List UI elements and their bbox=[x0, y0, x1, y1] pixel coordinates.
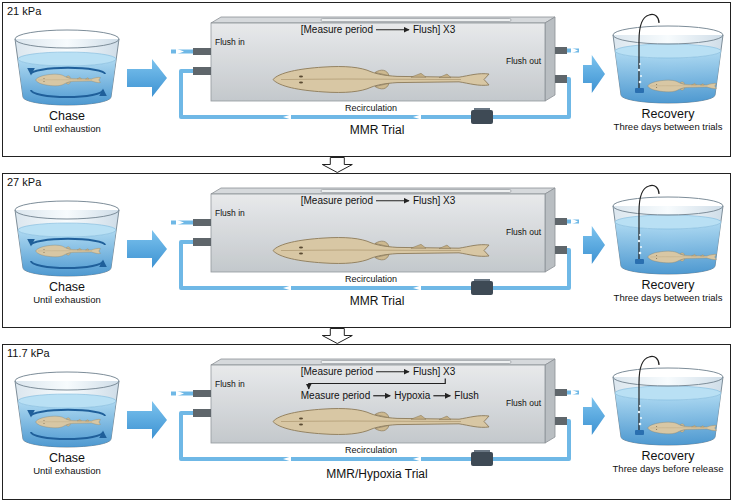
pipe-label: Recirculation bbox=[345, 103, 397, 113]
recovery-tank: RecoveryThree days between trials bbox=[609, 21, 727, 135]
pipe-label: Recirculation bbox=[345, 445, 397, 455]
protocol-step: [Measure period bbox=[301, 24, 373, 36]
oxygen-level: 11.7 kPa bbox=[7, 347, 50, 360]
recovery-tank-drawing bbox=[609, 363, 727, 447]
pipe-label: Flush in bbox=[215, 209, 245, 219]
condition-panel: 21 kPaChaseUntil exhaustion [Measure peri… bbox=[2, 2, 731, 157]
protocol-step: Flush bbox=[454, 390, 478, 402]
recovery-tank-drawing bbox=[609, 21, 727, 105]
pipe-label: Flush in bbox=[215, 380, 245, 390]
trial-name: MMR/Hypoxia Trial bbox=[326, 468, 427, 482]
protocol-step: Hypoxia bbox=[394, 390, 430, 402]
flow-arrow bbox=[583, 226, 605, 264]
step-arrow bbox=[376, 371, 409, 372]
step-title: Chase bbox=[49, 280, 85, 294]
step-note: Three days between trials bbox=[614, 293, 723, 304]
flow-arrow bbox=[583, 397, 605, 435]
protocol-step: Flush] X3 bbox=[413, 366, 455, 378]
chase-tank: ChaseUntil exhaustion bbox=[11, 198, 123, 308]
trial-name: MMR Trial bbox=[350, 124, 405, 138]
chase-tank-drawing bbox=[11, 198, 123, 278]
pipe-label: Flush out bbox=[506, 399, 541, 409]
respirometry-chamber: [Measure period Flush] X3 MMR Trial Flush i… bbox=[171, 188, 579, 314]
recovery-tank: RecoveryThree days before release bbox=[609, 363, 727, 477]
flow-arrow bbox=[127, 401, 167, 439]
pipe-label: Recirculation bbox=[345, 274, 397, 284]
recovery-tank-drawing bbox=[609, 192, 727, 276]
condition-panel: 27 kPaChaseUntil exhaustion [Measure peri… bbox=[2, 173, 731, 328]
step-arrow bbox=[376, 200, 409, 201]
repeat-arrow bbox=[309, 379, 446, 390]
protocol-step: Measure period bbox=[301, 390, 370, 402]
pipe-label: Flush out bbox=[506, 228, 541, 238]
step-title: Recovery bbox=[642, 278, 695, 292]
respirometry-chamber: [Measure period Flush] X3 Measure period Hy… bbox=[171, 359, 579, 487]
step-note: Until exhaustion bbox=[33, 124, 101, 135]
oxygen-level: 27 kPa bbox=[7, 176, 41, 189]
step-note: Until exhaustion bbox=[33, 295, 101, 306]
pipe-label: Flush out bbox=[506, 57, 541, 67]
protocol-step: Flush] X3 bbox=[413, 195, 455, 207]
chase-tank: ChaseUntil exhaustion bbox=[11, 27, 123, 137]
sequence-arrow bbox=[322, 329, 352, 344]
pipe-label: Flush in bbox=[215, 38, 245, 48]
step-note: Three days before release bbox=[613, 464, 724, 475]
step-title: Chase bbox=[49, 109, 85, 123]
step-title: Chase bbox=[49, 451, 85, 465]
flow-arrow bbox=[583, 55, 605, 93]
protocol-step: [Measure period bbox=[301, 366, 373, 378]
trial-name: MMR Trial bbox=[350, 295, 405, 309]
protocol-step: Flush] X3 bbox=[413, 24, 455, 36]
step-arrow bbox=[376, 29, 409, 30]
sequence-arrow bbox=[322, 158, 352, 173]
recovery-tank: RecoveryThree days between trials bbox=[609, 192, 727, 306]
step-title: Recovery bbox=[642, 107, 695, 121]
oxygen-level: 21 kPa bbox=[7, 5, 41, 18]
chase-tank-drawing bbox=[11, 369, 123, 449]
respirometry-chamber: [Measure period Flush] X3 MMR Trial Flush i… bbox=[171, 17, 579, 143]
chase-tank-drawing bbox=[11, 27, 123, 107]
flow-arrow bbox=[127, 230, 167, 268]
flow-arrow bbox=[127, 59, 167, 97]
step-title: Recovery bbox=[642, 449, 695, 463]
step-arrow bbox=[373, 395, 390, 396]
chase-tank: ChaseUntil exhaustion bbox=[11, 369, 123, 479]
condition-panel: 11.7 kPaChaseUntil exhaustion [Measure pe… bbox=[2, 344, 731, 500]
step-note: Three days between trials bbox=[614, 122, 723, 133]
step-note: Until exhaustion bbox=[33, 466, 101, 477]
step-arrow bbox=[433, 395, 450, 396]
protocol-step: [Measure period bbox=[301, 195, 373, 207]
